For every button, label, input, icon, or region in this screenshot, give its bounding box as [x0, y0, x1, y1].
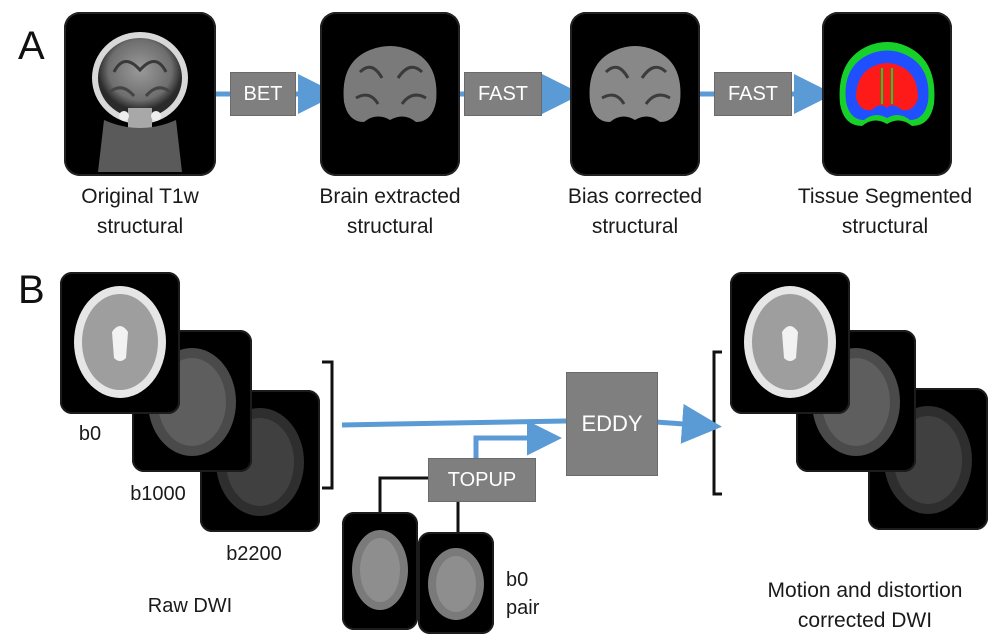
stage-label-brain-extracted-1: Brain extracted: [319, 185, 461, 208]
b0-pair-image-1: [342, 512, 418, 630]
label-corrected-dwi-1: Motion and distortion: [767, 579, 963, 602]
arrow-input-eddy: [341, 418, 567, 428]
dwi-b0-image: [60, 272, 180, 414]
label-b0: b0: [78, 423, 102, 445]
label-b2200: b2200: [226, 543, 282, 565]
stage-label-bias-corrected-2: structural: [591, 215, 679, 238]
step-topup: TOPUP: [428, 458, 536, 502]
bracket-input: [322, 360, 334, 490]
step-fast-2: FAST: [714, 72, 792, 116]
stage-label-brain-extracted: Brain extracted structural: [290, 182, 490, 242]
panel-b-letter: B: [18, 268, 45, 312]
output-dwi-b0-image: [730, 272, 850, 414]
t1w-original-image: [64, 12, 216, 176]
stage-label-tissue-segmented-1: Tissue Segmented: [797, 185, 973, 208]
stage-label-tissue-segmented-2: structural: [841, 215, 929, 238]
arrow-eddy-output: [655, 403, 722, 444]
b0-pair-image-2: [418, 532, 494, 634]
stage-label-original-2: structural: [96, 215, 184, 238]
stage-label-bias-corrected-1: Bias corrected: [567, 185, 703, 208]
stage-label-tissue-segmented: Tissue Segmented structural: [770, 182, 1000, 242]
label-raw-dwi: Raw DWI: [147, 595, 233, 617]
stage-label-bias-corrected: Bias corrected structural: [535, 182, 735, 242]
label-b1000: b1000: [130, 483, 186, 505]
stage-label-original-1: Original T1w: [81, 185, 199, 208]
bias-corrected-image: [570, 12, 700, 176]
brain-extracted-image: [320, 12, 460, 176]
tissue-segmented-image: [822, 12, 952, 176]
stage-label-brain-extracted-2: structural: [346, 215, 434, 238]
stage-label-original: Original T1w structural: [40, 182, 240, 242]
arrow-topup-eddy: [473, 420, 562, 460]
label-corrected-dwi: Motion and distortion corrected DWI: [730, 576, 1000, 636]
bracket-output: [712, 350, 722, 496]
label-b0-pair-1: b0: [506, 569, 529, 591]
step-fast-1: FAST: [464, 72, 542, 116]
step-eddy: EDDY: [566, 372, 658, 476]
connector-pair-left: [378, 476, 428, 516]
label-corrected-dwi-2: corrected DWI: [797, 609, 933, 632]
panel-a-letter: A: [18, 24, 45, 68]
label-b0-pair-2: pair: [506, 597, 540, 619]
step-bet: BET: [230, 72, 296, 116]
